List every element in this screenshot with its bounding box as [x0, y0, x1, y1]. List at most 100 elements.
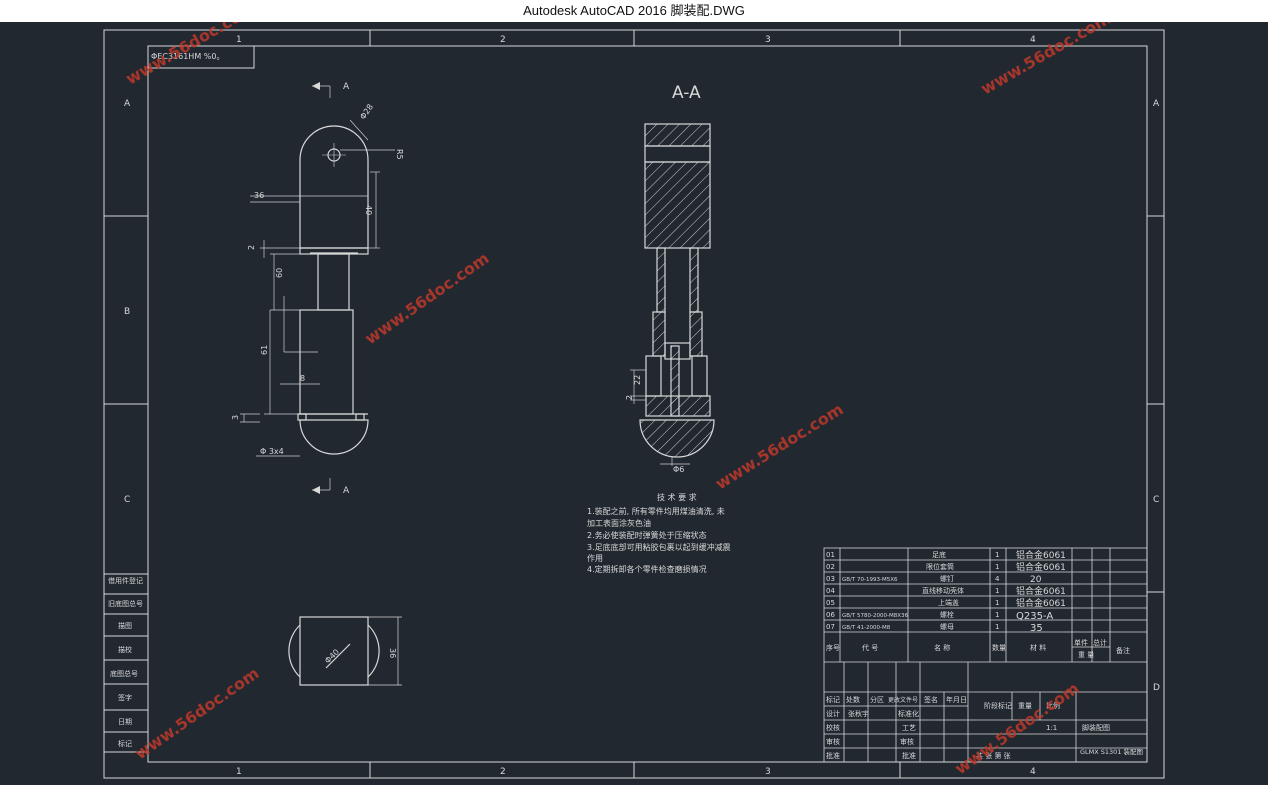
tb-stage: 阶段标记: [984, 701, 1012, 710]
col-label-1: 1: [236, 35, 242, 45]
dim-h60: 60: [275, 268, 284, 278]
dim-d40: Φ40: [323, 647, 341, 665]
tb-scale: 比例: [1046, 701, 1060, 710]
bom-header-qty: 数量: [992, 643, 1006, 652]
bom-mat-1: 铝合金6061: [1016, 549, 1066, 561]
tb-mark-4: 签名: [924, 695, 938, 704]
section-mark-bottom: A: [343, 486, 350, 496]
col-label-4: 4: [1030, 35, 1036, 45]
notes-line-5: 作用: [587, 553, 603, 563]
bom-mat-3: 20: [1030, 575, 1042, 585]
row-label-c-right: C: [1153, 495, 1159, 505]
dim-h22: 22: [633, 375, 642, 385]
dim-h3: 3: [231, 415, 240, 420]
dim-h40: 40: [364, 205, 373, 215]
notes-line-6: 4.定期拆卸各个零件检查磨损情况: [587, 564, 707, 574]
row-label-b: B: [124, 307, 130, 317]
col-label-4b: 4: [1030, 767, 1036, 777]
left-panel-label-2: 旧底图总号: [108, 599, 143, 608]
watermark-3: www.56doc.com: [361, 248, 492, 348]
window-title: Autodesk AutoCAD 2016 脚装配.DWG: [523, 3, 745, 18]
bom-no-1: 01: [826, 551, 835, 559]
watermark-4: www.56doc.com: [712, 399, 847, 493]
tb-mark-1: 处数: [846, 695, 860, 704]
left-panel-label-6: 签字: [118, 693, 132, 702]
bom-no-6: 06: [826, 611, 835, 619]
bom-qty-2: 1: [995, 563, 999, 571]
bom-header-weight: 重 量: [1078, 651, 1094, 659]
bom-header-unit: 单件: [1074, 638, 1088, 647]
watermark-2: www.56doc.com: [978, 22, 1115, 98]
dim-d28: Φ28: [358, 102, 375, 121]
tb-role-1: 校核: [826, 723, 840, 732]
section-view: [639, 123, 715, 458]
tb-role-0: 设计: [826, 709, 840, 718]
dim-w8: 8: [300, 374, 305, 383]
bom-name-3: 螺钉: [940, 574, 954, 583]
bom-header-code: 代 号: [862, 643, 878, 652]
bom-header-remark: 备注: [1116, 646, 1130, 655]
watermark-6: www.56doc.com: [951, 678, 1082, 778]
bom-no-5: 05: [826, 599, 835, 607]
notes-line-2: 加工表面涂灰色油: [587, 518, 651, 528]
dim-h61: 61: [260, 345, 269, 355]
notes-line-1: 1.装配之前, 所有零件均用煤油清洗, 未: [587, 506, 725, 516]
tb-sheets: 共 张 第 张: [976, 751, 1011, 760]
tb-designer: 张秋宇: [848, 709, 869, 718]
bom-no-4: 04: [826, 587, 835, 595]
section-title: A-A: [672, 83, 701, 103]
bom-name-5: 上端盖: [938, 598, 959, 607]
bom-no-2: 02: [826, 563, 835, 571]
bom-mat-4: 铝合金6061: [1016, 585, 1066, 597]
left-panel-label-4: 描校: [118, 645, 132, 654]
watermark-5: www.56doc.com: [131, 663, 262, 763]
tb-mark-2: 分区: [870, 695, 884, 704]
bom-mat-7: 35: [1030, 623, 1043, 634]
bom-qty-4: 1: [995, 587, 999, 595]
bom-no-3: 03: [826, 575, 835, 583]
tb-mark-3: 更改文件号: [888, 696, 918, 704]
tb-extra-1: 工艺: [902, 724, 916, 732]
dim-h2a: 2: [247, 245, 256, 250]
row-label-d-right: D: [1153, 683, 1160, 693]
dim-d6: Φ6: [673, 465, 684, 474]
bom-qty-5: 1: [995, 599, 999, 607]
tb-mark-5: 年月日: [946, 695, 967, 704]
col-label-3b: 3: [765, 767, 771, 777]
dim-d3x4: Φ 3x4: [260, 447, 284, 456]
bom-name-4: 直线移动壳体: [922, 586, 964, 595]
section-mark-top: A: [343, 82, 350, 92]
left-panel-label-8: 标记: [118, 739, 132, 748]
bom-table: [823, 547, 1148, 763]
front-view: [297, 125, 369, 455]
bom-header-name: 名 称: [934, 643, 950, 652]
tb-mark-0: 标记: [826, 695, 840, 704]
col-label-3: 3: [765, 35, 771, 45]
col-label-1b: 1: [236, 767, 242, 777]
window-title-bar: Autodesk AutoCAD 2016 脚装配.DWG: [0, 0, 1268, 22]
dim-r5: R5: [395, 149, 404, 160]
corner-code-box: [147, 45, 255, 69]
dim-h36: 36: [388, 648, 397, 658]
bom-header-total: 总计: [1093, 638, 1107, 647]
bom-qty-6: 1: [995, 611, 999, 619]
row-label-a-right: A: [1153, 99, 1160, 109]
dim-h2b: 2: [625, 395, 634, 400]
tb-drawing-no: GLMX S1301 装配图: [1080, 747, 1143, 756]
notes-title: 技 术 要 求: [657, 492, 697, 502]
bom-header-no: 序号: [826, 643, 840, 652]
tb-role-2: 审核: [826, 737, 840, 746]
bom-code-7: GB/T 41-2000-M8: [842, 625, 891, 631]
col-label-2: 2: [500, 35, 506, 45]
corner-code: ΦEC3161HM %0。: [151, 52, 224, 61]
bom-mat-2: 铝合金6061: [1016, 561, 1066, 573]
bom-mat-5: 铝合金6061: [1016, 597, 1066, 609]
row-label-a: A: [124, 99, 131, 109]
bom-name-6: 螺栓: [940, 610, 954, 619]
bom-name-1: 足底: [932, 550, 946, 559]
left-panel-label-5: 底图总号: [110, 669, 138, 678]
bom-qty-7: 1: [995, 623, 999, 631]
bom-header-mat: 材 料: [1030, 643, 1046, 652]
